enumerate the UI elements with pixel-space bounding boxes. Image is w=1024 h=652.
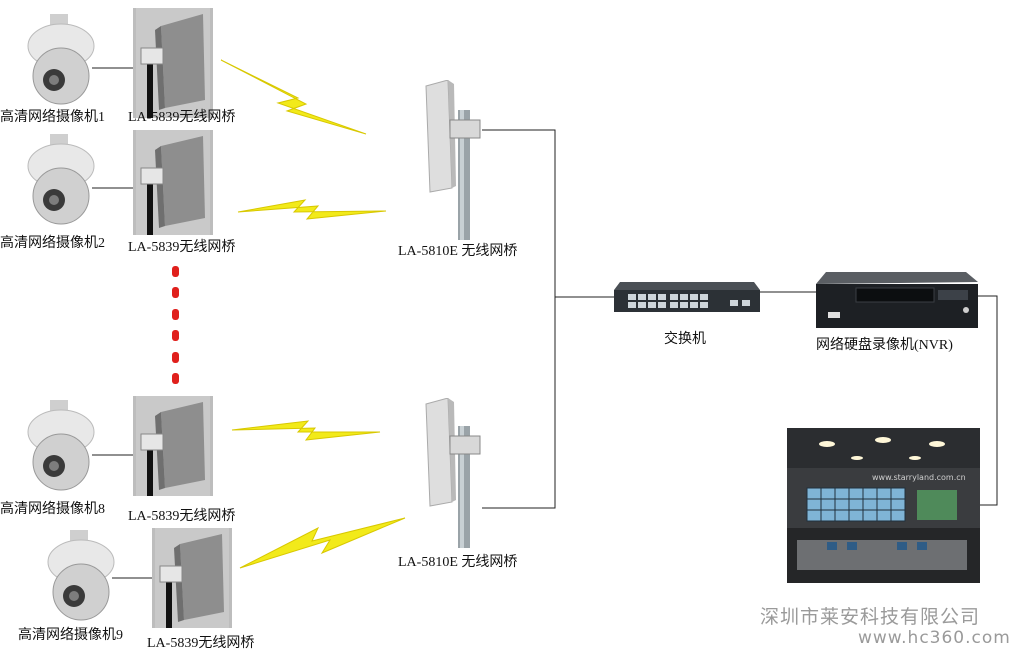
nvr-label: 网络硬盘录像机(NVR) xyxy=(816,338,953,353)
watermark-site: www.hc360.com xyxy=(858,628,1011,648)
wireless-bridge-icon xyxy=(133,8,213,118)
wireless-bridge-icon xyxy=(133,396,213,496)
nvr-icon xyxy=(816,272,978,328)
camera-label: 高清网络摄像机9 xyxy=(18,628,123,643)
lightning-bolt-1 xyxy=(220,59,367,135)
wireless-bridge-icon xyxy=(152,528,232,628)
wireless-signals xyxy=(220,59,406,569)
monitor-room-screen-text: www.starryland.com.cn xyxy=(872,473,966,482)
nvr-monitor-link xyxy=(975,295,998,506)
dome-camera-icon xyxy=(27,400,95,491)
lightning-bolt-2 xyxy=(237,199,387,220)
monitor-room-photo xyxy=(787,428,980,583)
panel-antenna-icon xyxy=(425,80,481,240)
dome-camera-icon xyxy=(27,14,95,105)
camera-label: 高清网络摄像机2 xyxy=(0,236,105,251)
lightning-bolt-9 xyxy=(239,517,406,569)
base-station-label: LA-5810E 无线网桥 xyxy=(398,244,518,259)
watermark-company: 深圳市莱安科技有限公司 xyxy=(760,606,981,628)
bridge-label: LA-5839无线网桥 xyxy=(128,509,236,524)
bridge-label: LA-5839无线网桥 xyxy=(128,110,236,125)
wireless-bridge-icon xyxy=(133,130,213,235)
bridge-label: LA-5839无线网桥 xyxy=(128,240,236,255)
switch-label: 交换机 xyxy=(664,332,706,347)
bs1-switch-link xyxy=(482,129,620,298)
bs2-switch-link xyxy=(482,297,556,509)
bridge-label: LA-5839无线网桥 xyxy=(147,636,255,651)
base-station-label: LA-5810E 无线网桥 xyxy=(398,555,518,570)
dome-camera-icon xyxy=(27,134,95,225)
dome-camera-icon xyxy=(47,530,115,621)
lightning-bolt-8 xyxy=(231,420,381,441)
ellipsis-dots xyxy=(172,266,179,384)
switch-icon xyxy=(614,282,760,312)
panel-antenna-icon xyxy=(425,398,481,548)
camera-label: 高清网络摄像机1 xyxy=(0,110,105,125)
camera-label: 高清网络摄像机8 xyxy=(0,502,105,517)
